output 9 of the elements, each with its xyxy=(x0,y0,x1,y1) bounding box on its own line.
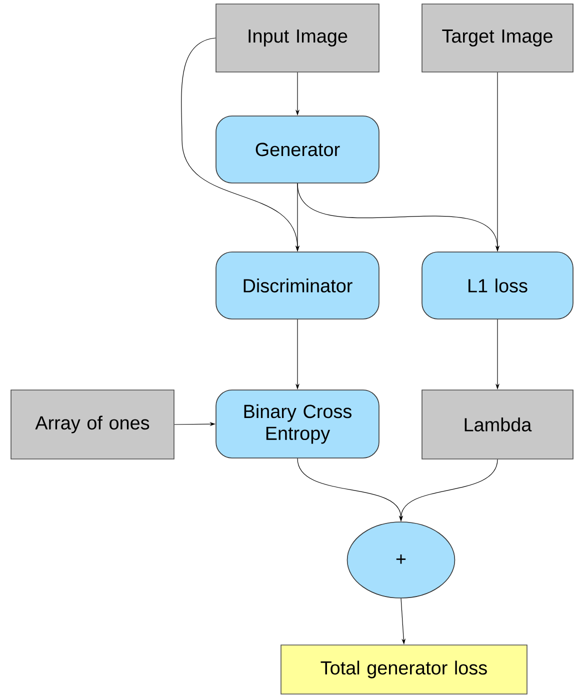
process-box: Discriminator xyxy=(216,252,380,320)
input-box: Input Image xyxy=(216,4,380,72)
process-box: L1 loss xyxy=(422,252,574,320)
input-box: Lambda xyxy=(422,390,574,460)
input-box: Target Image xyxy=(422,4,574,72)
process-box: Generator xyxy=(216,116,380,184)
process-box: Binary Cross Entropy xyxy=(216,390,380,458)
input-box: Array of ones xyxy=(10,390,174,460)
output-box: Total generator loss xyxy=(280,644,528,694)
